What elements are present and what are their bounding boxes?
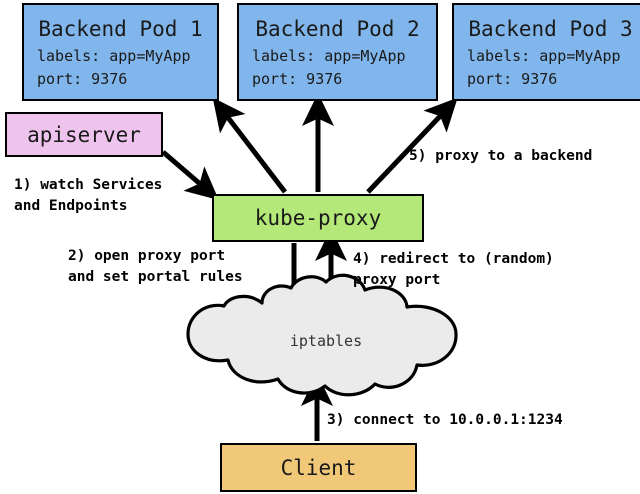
pod-3-labels: labels: app=MyApp [467,46,621,65]
client-label: Client [280,455,357,480]
kube-proxy-label: kube-proxy [254,206,382,230]
pod-3-port: port: 9376 [467,69,558,88]
client-box[interactable]: Client [220,443,417,492]
kube-proxy-box[interactable]: kube-proxy [212,194,424,242]
arrow-apiserver-to-kubeproxy [161,150,219,201]
step-5-label: 5) proxy to a backend [409,148,593,164]
apiserver-box[interactable]: apiserver [5,112,163,157]
iptables-label: iptables [289,332,363,350]
step-1-label: 1) watch Services and Endpoints [14,177,163,214]
pod-2-title: Backend Pod 2 [255,16,420,41]
step-3-label: 3) connect to 10.0.0.1:1234 [327,412,563,428]
pod-3-title: Backend Pod 3 [468,16,633,41]
backend-pod-2-box[interactable]: Backend Pod 2 labels: app=MyApp port: 93… [237,3,438,101]
arrow-kubeproxy-to-pod1 [212,97,287,194]
apiserver-label: apiserver [27,122,141,147]
step-4-label: 4) redirect to (random) proxy port [353,251,554,288]
backend-pod-3-box[interactable]: Backend Pod 3 labels: app=MyApp port: 93… [452,3,640,101]
pod-2-labels: labels: app=MyApp [252,46,406,65]
backend-pod-1-box[interactable]: Backend Pod 1 labels: app=MyApp port: 93… [22,3,219,101]
step-2-label: 2) open proxy port and set portal rules [68,248,243,285]
pod-2-port: port: 9376 [252,69,343,88]
pod-1-title: Backend Pod 1 [38,16,203,41]
pod-1-labels: labels: app=MyApp [37,46,191,65]
pod-1-port: port: 9376 [37,69,128,88]
